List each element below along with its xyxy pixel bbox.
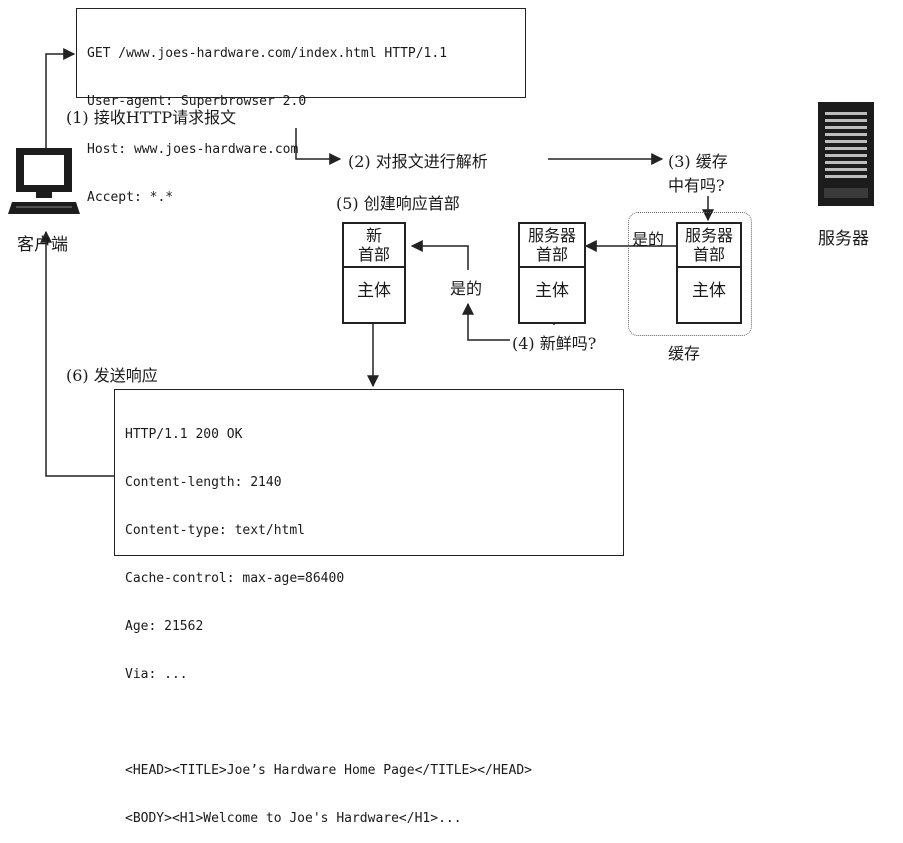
step-6-label: (6) 发送响应 — [66, 366, 158, 385]
step-3-label-line2: 中有吗? — [668, 176, 725, 195]
arrow-response-to-client — [40, 230, 114, 477]
cached-headers-subtitle: 首部 — [692, 245, 725, 264]
server-copy-headers-title: 服务器 — [527, 226, 576, 245]
cache-zone — [628, 212, 752, 336]
server-copy-box: 服务器 首部 主体 — [518, 222, 586, 324]
response-line: Age: 21562 — [125, 619, 204, 634]
server-copy-headers-section: 服务器 首部 — [520, 224, 584, 268]
arrow-step4-to-yes — [462, 302, 510, 341]
cached-headers-title: 服务器 — [684, 226, 733, 245]
response-line — [125, 715, 613, 731]
response-line: <BODY><H1>Welcome to Joe's Hardware</H1>… — [125, 811, 462, 826]
flow-arrows — [40, 48, 714, 477]
server-copy-body-section: 主体 — [535, 280, 569, 301]
cached-document-box: 服务器 首部 主体 — [676, 222, 742, 324]
new-headers-title: 新 — [365, 226, 382, 245]
cache-label: 缓存 — [668, 344, 701, 363]
request-line: Accept: *.* — [87, 190, 174, 205]
step-5-label: (5) 创建响应首部 — [336, 194, 460, 213]
arrow-client-to-request — [45, 48, 76, 148]
step-4-label: (4) 新鲜吗? — [512, 334, 597, 353]
response-line: Content-length: 2140 — [125, 475, 282, 490]
step-3-label-line1: (3) 缓存 — [668, 152, 728, 171]
response-line: <HEAD><TITLE>Joe’s Hardware Home Page</T… — [125, 763, 532, 778]
response-line: Content-type: text/html — [125, 523, 306, 538]
response-line: Cache-control: max-age=86400 — [125, 571, 345, 586]
arrow-yes-to-new — [410, 240, 469, 270]
server-label: 服务器 — [818, 229, 869, 249]
yes-label-cache: 是的 — [632, 230, 665, 249]
request-line: GET /www.joes-hardware.com/index.html HT… — [87, 46, 448, 61]
new-body-section: 主体 — [357, 280, 391, 301]
client-label: 客户端 — [17, 235, 68, 255]
yes-label-fresh: 是的 — [450, 279, 483, 298]
cached-headers-section: 服务器 首部 — [678, 224, 740, 268]
server-copy-headers-subtitle: 首部 — [535, 245, 568, 264]
http-request-box: GET /www.joes-hardware.com/index.html HT… — [76, 8, 526, 205]
cached-body-section: 主体 — [692, 280, 726, 301]
new-headers-box: 新 首部 主体 — [342, 222, 406, 324]
response-line: Via: ... — [125, 667, 188, 682]
arrow-step1-to-step2 — [295, 128, 342, 165]
new-headers-section: 新 首部 — [344, 224, 404, 268]
server-icon — [818, 102, 874, 206]
response-line: HTTP/1.1 200 OK — [125, 427, 243, 442]
request-line: Host: www.joes-hardware.com — [87, 142, 299, 157]
http-response-box: HTTP/1.1 200 OK Content-length: 2140 Con… — [114, 389, 624, 826]
new-headers-subtitle: 首部 — [357, 245, 390, 264]
request-line: User-agent: Superbrowser 2.0 — [87, 94, 307, 109]
step-2-label: (2) 对报文进行解析 — [348, 152, 488, 171]
step-1-label: (1) 接收HTTP请求报文 — [66, 108, 237, 127]
computer-icon — [8, 148, 80, 214]
